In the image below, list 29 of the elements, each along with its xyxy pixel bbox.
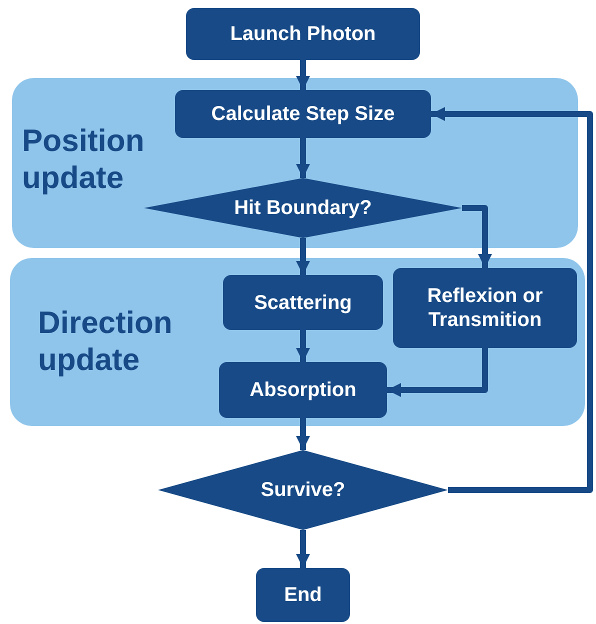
node-label: Calculate Step Size <box>210 102 396 126</box>
arrow <box>296 530 310 568</box>
group-band <box>10 258 585 426</box>
node-label: Hit Boundary? <box>233 196 373 220</box>
process-box <box>256 568 350 622</box>
node-label: End <box>283 583 323 607</box>
process-box <box>219 362 387 418</box>
decision-diamond <box>158 450 448 530</box>
arrow <box>296 418 310 450</box>
node-label: Launch Photon <box>229 22 377 46</box>
node-label: Scattering <box>253 290 353 314</box>
arrow <box>296 60 310 90</box>
process-box <box>393 268 577 348</box>
arrow <box>296 330 310 362</box>
process-box <box>186 8 420 60</box>
node-label: Absorption <box>248 378 358 402</box>
arrow <box>387 348 488 397</box>
arrow <box>431 107 593 493</box>
process-box <box>175 90 431 138</box>
node-label: Survive? <box>260 478 346 502</box>
group-band <box>12 78 578 248</box>
arrow <box>296 238 310 275</box>
process-box <box>223 275 383 330</box>
group-label: Position update <box>22 122 146 196</box>
arrow <box>296 138 310 178</box>
group-label: Direction update <box>38 304 174 378</box>
decision-diamond <box>144 178 462 238</box>
arrow <box>462 205 492 268</box>
node-label: Reflexion or Transmition <box>426 284 544 332</box>
